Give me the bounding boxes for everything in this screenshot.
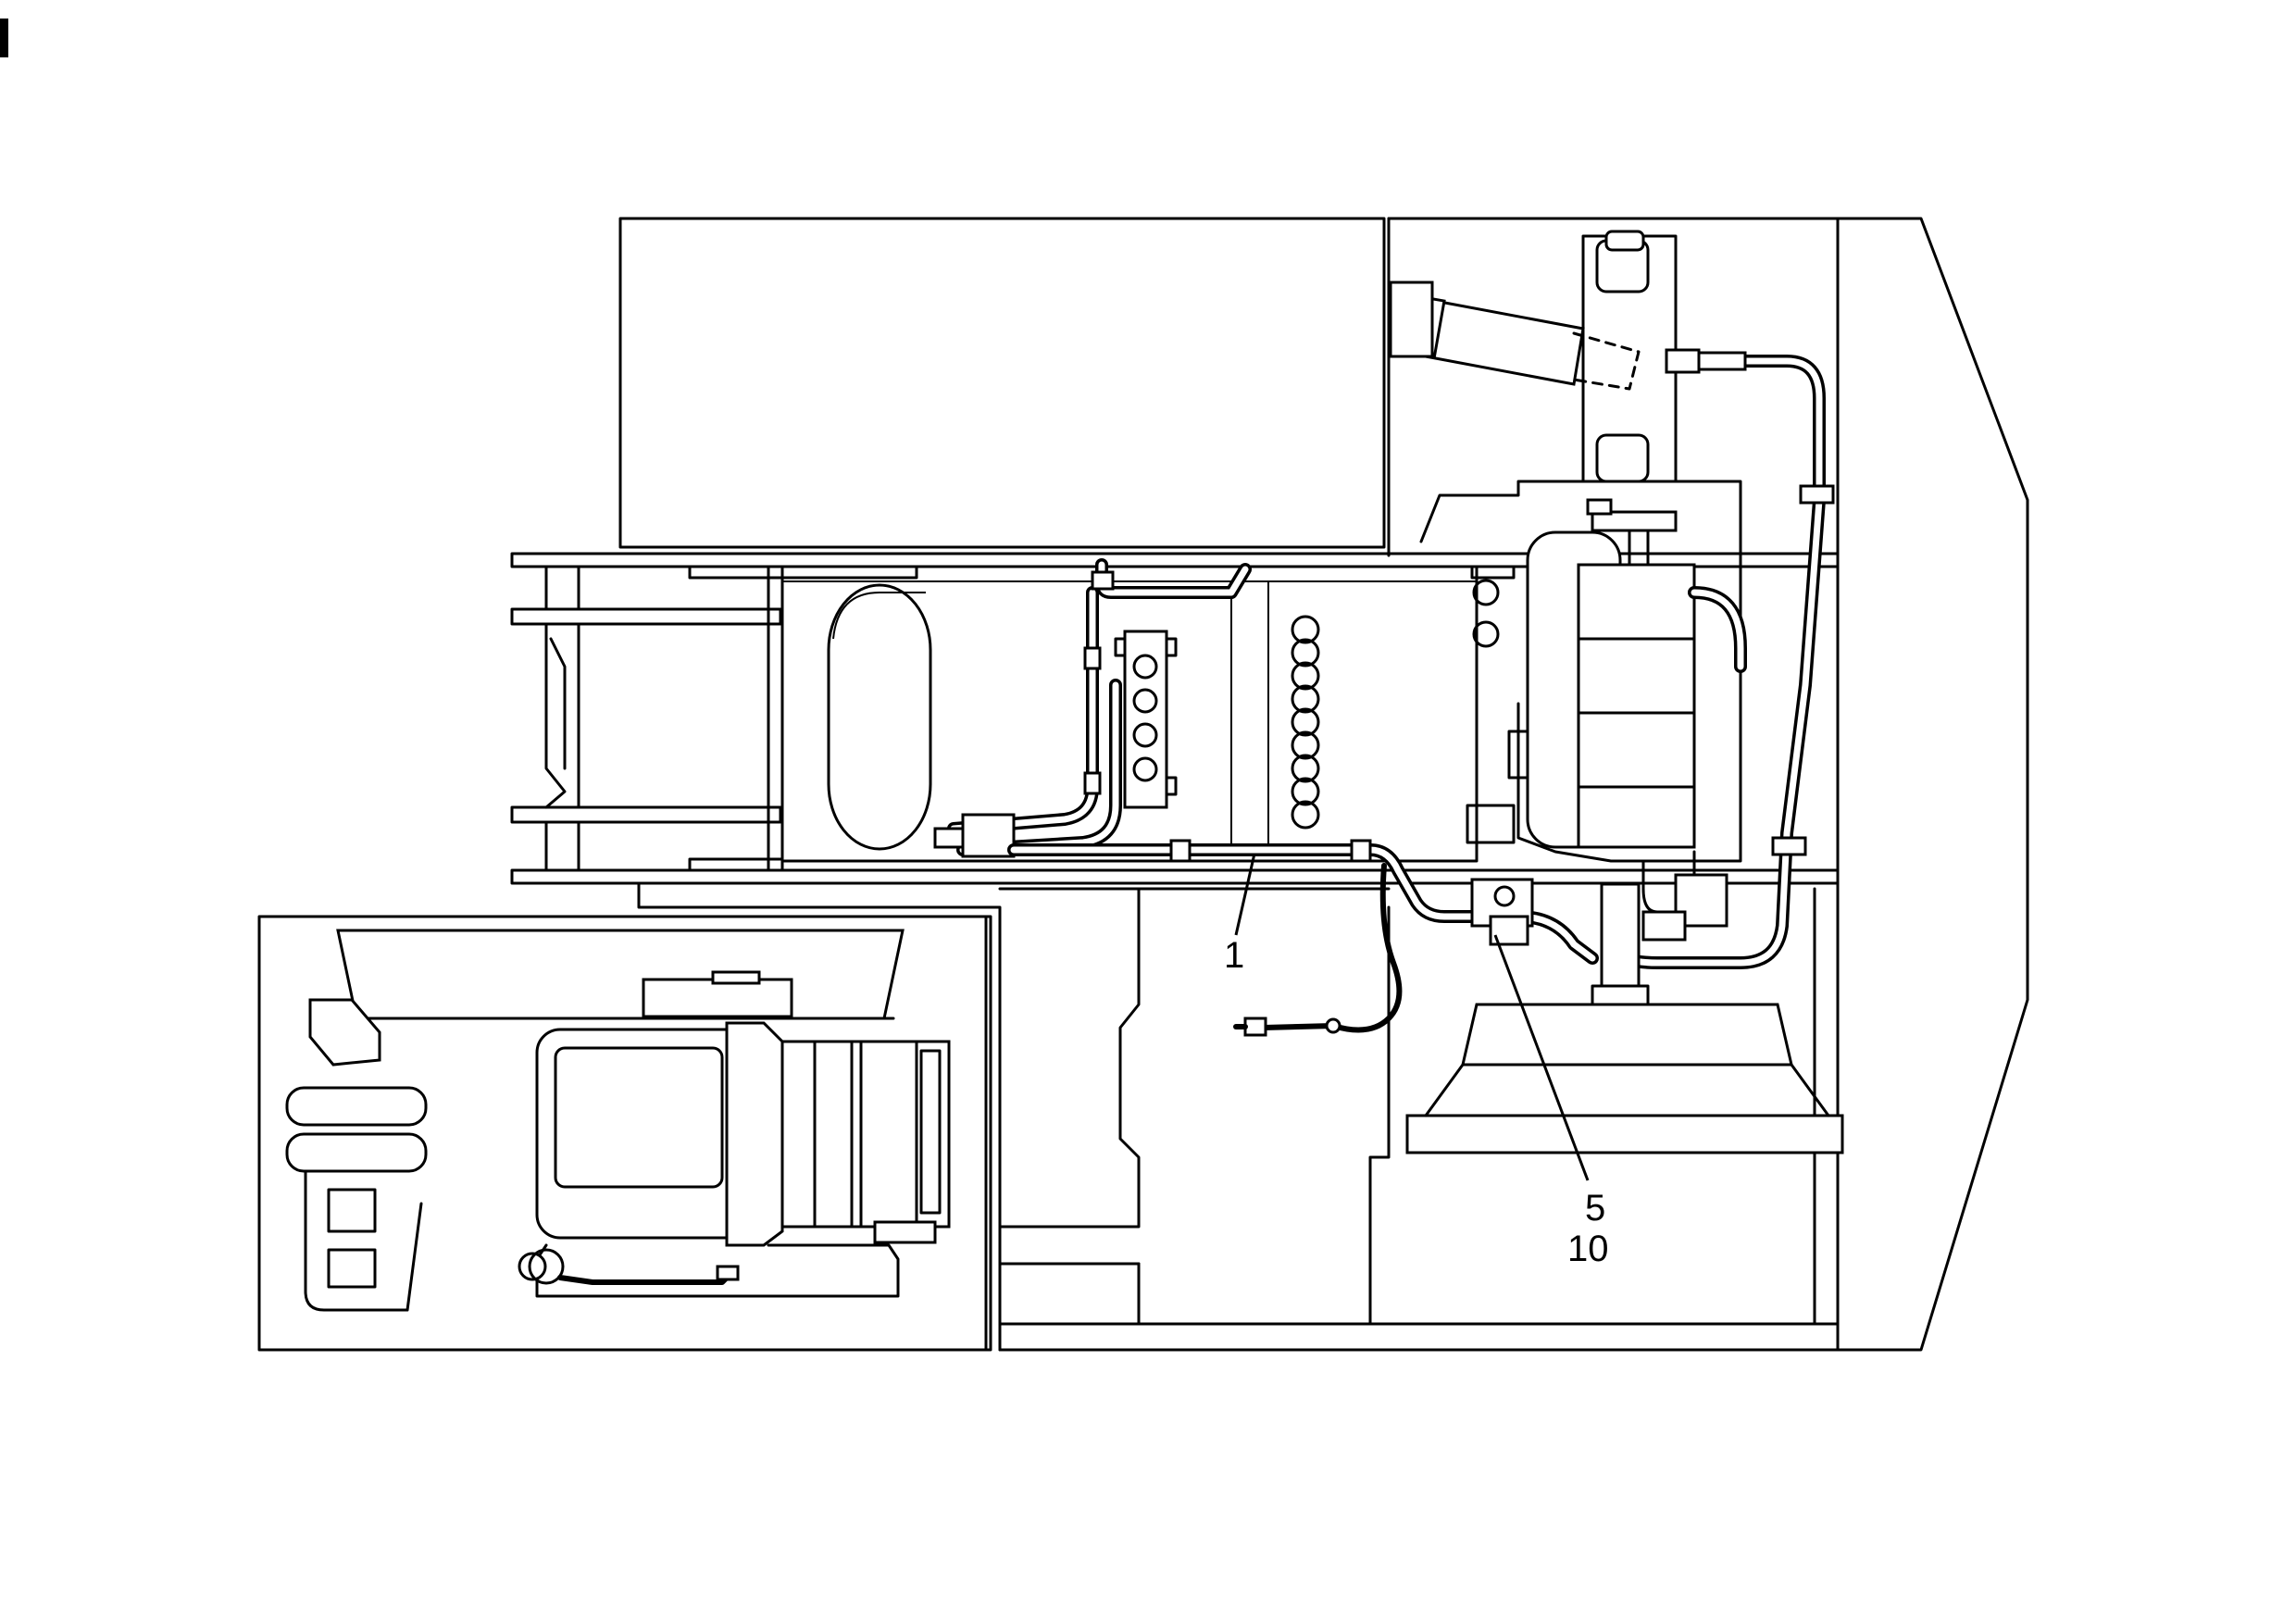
corner-mark xyxy=(0,19,8,57)
operator-cab-panel xyxy=(257,915,992,1352)
svg-text:5: 5 xyxy=(1585,1188,1605,1229)
engine-block xyxy=(1419,480,1747,914)
frame-oval-opening xyxy=(827,583,932,851)
svg-text:1: 1 xyxy=(1224,935,1244,976)
engine-bay-outline xyxy=(1368,217,2029,1352)
callout-5-10: 5 10 xyxy=(1493,934,1609,1269)
air-intake-assembly xyxy=(1389,230,1678,483)
control-valve-block xyxy=(1114,630,1178,809)
main-hose-assembly xyxy=(1007,839,1488,1037)
svg-text:10: 10 xyxy=(1567,1229,1609,1269)
lower-centre-panel xyxy=(637,881,1840,1352)
left-frame-cross-members xyxy=(510,565,782,872)
upper-frame-brackets xyxy=(688,565,1516,872)
hydraulic-hose-lines xyxy=(933,558,1252,858)
top-cover-panel xyxy=(618,217,1386,549)
spring-coil-stack xyxy=(1291,615,1320,830)
callout-1: 1 xyxy=(1224,853,1256,976)
pump-filter-unit xyxy=(1405,873,1844,1154)
